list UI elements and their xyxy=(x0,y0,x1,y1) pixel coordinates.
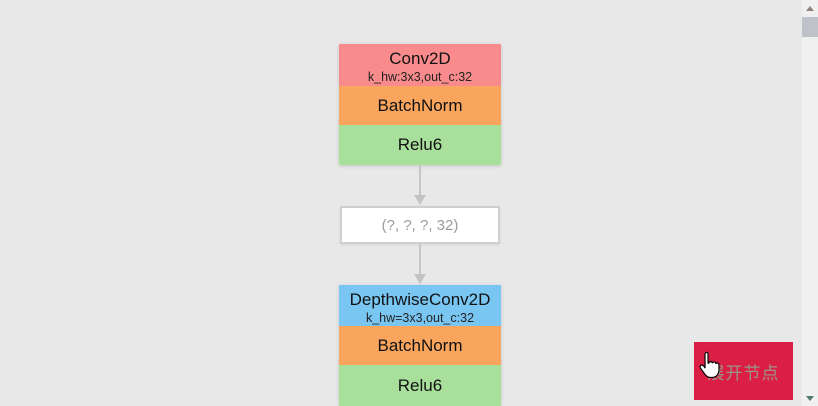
edge-arrow-down xyxy=(413,165,427,205)
tensor-shape-box: (?, ?, ?, 32) xyxy=(340,206,500,244)
node-conv2d[interactable]: Conv2D k_hw:3x3,out_c:32 BatchNorm Relu6 xyxy=(339,44,501,165)
node-section-relu6: Relu6 xyxy=(339,125,501,165)
node-title: Conv2D xyxy=(389,49,451,68)
scroll-up-button[interactable] xyxy=(802,0,818,16)
node-title: DepthwiseConv2D xyxy=(349,290,491,309)
node-section-batchnorm: BatchNorm xyxy=(339,326,501,365)
triangle-up-icon xyxy=(806,5,814,11)
triangle-down-icon xyxy=(806,395,814,401)
node-section-relu6: Relu6 xyxy=(339,365,501,406)
node-subtitle: k_hw:3x3,out_c:32 xyxy=(367,70,473,84)
node-conv2d-header: Conv2D k_hw:3x3,out_c:32 xyxy=(339,44,501,86)
tensor-shape-label: (?, ?, ?, 32) xyxy=(381,216,459,234)
expand-node-button[interactable]: 展开节点 xyxy=(694,342,793,400)
node-subtitle: k_hw=3x3,out_c:32 xyxy=(365,311,475,325)
node-section-batchnorm: BatchNorm xyxy=(339,86,501,125)
scrollbar-thumb[interactable] xyxy=(802,17,818,37)
vertical-scrollbar[interactable] xyxy=(802,0,818,406)
scroll-down-button[interactable] xyxy=(802,390,818,406)
node-depthwiseconv2d-header: DepthwiseConv2D k_hw=3x3,out_c:32 xyxy=(339,285,501,326)
node-depthwiseconv2d[interactable]: DepthwiseConv2D k_hw=3x3,out_c:32 BatchN… xyxy=(339,285,501,406)
edge-arrow-down xyxy=(413,244,427,284)
